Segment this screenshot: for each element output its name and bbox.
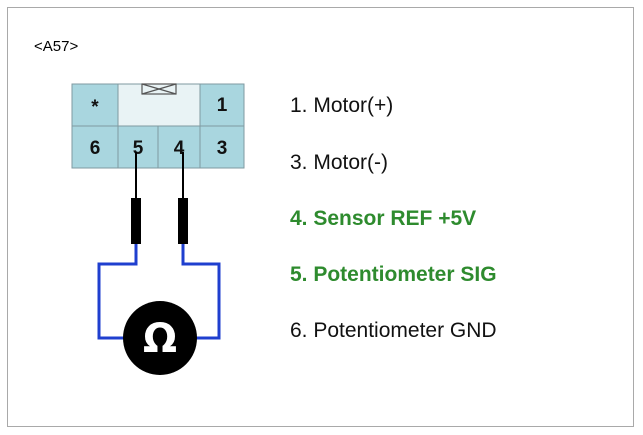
connector-latch [117, 83, 201, 127]
ohmmeter-icon [123, 301, 197, 375]
latch-icon [141, 83, 177, 95]
connector-body: * 1 6 5 4 3 [71, 83, 245, 169]
cell-label-6: 6 [90, 138, 101, 159]
test-probe-pin-5 [131, 152, 141, 244]
connector-cell-6 [71, 125, 119, 169]
connector-cell-3 [199, 125, 245, 169]
pin-description-5: 5. Potentiometer SIG [290, 263, 497, 286]
cell-label-4: 4 [174, 138, 185, 159]
cell-label-star: * [91, 97, 99, 118]
meter-lead-left [97, 244, 138, 340]
test-probe-pin-4 [178, 152, 188, 244]
cell-label-1: 1 [217, 95, 228, 116]
pin-description-1: 1. Motor(+) [290, 94, 394, 117]
diagram-frame [7, 7, 634, 427]
pin-description-6: 6. Potentiometer GND [290, 319, 497, 342]
cell-label-5: 5 [133, 138, 144, 159]
connector-id-label: <A57> [34, 38, 79, 55]
cell-label-3: 3 [217, 138, 228, 159]
connector-cell-5 [117, 125, 159, 169]
connector-cell-4 [157, 125, 201, 169]
meter-lead-right [181, 244, 221, 340]
pin-description-3: 3. Motor(-) [290, 151, 389, 174]
connector-cell-1 [199, 83, 245, 127]
ohm-symbol: Ω [143, 316, 177, 362]
pin-description-4: 4. Sensor REF +5V [290, 207, 477, 230]
